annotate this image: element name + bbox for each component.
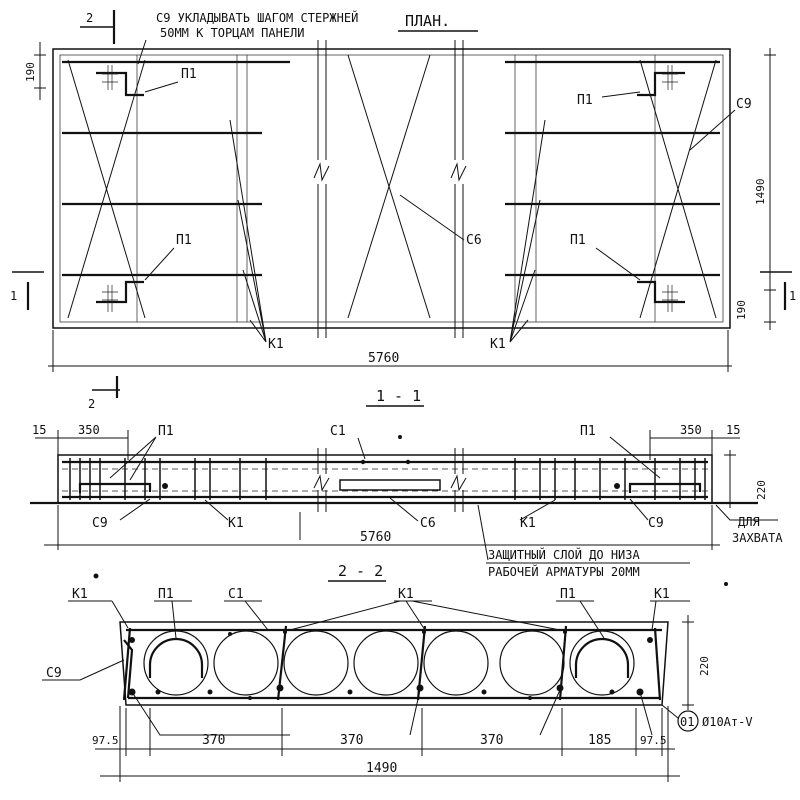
plan-dim-5760: 5760 (368, 351, 399, 366)
section11-title: 1 - 1 (376, 387, 421, 405)
plan-label-k1-right: К1 (490, 337, 506, 352)
section11-dim-height: 220 (724, 450, 768, 508)
section11-label-c6: С6 (420, 516, 436, 531)
section22-label-k1-left: К1 (72, 587, 88, 602)
section22-bar-spec: Ø10Ат-V (702, 715, 753, 729)
section11-dim-15-left: 15 (32, 423, 46, 437)
svg-text:1: 1 (10, 289, 17, 303)
plan-dim-length: 5760 (48, 330, 732, 372)
section11-label-c9-left: С9 (92, 516, 108, 531)
section11-note-grip-2: ЗАХВАТА (732, 531, 783, 545)
plan-dim-190-bottom: 190 (735, 300, 748, 320)
plan-label-c6: С6 (466, 233, 482, 248)
section11-label-p1-right: П1 (580, 424, 596, 439)
plan-cross-diagonals (67, 54, 717, 319)
section11-label-k1-left: К1 (228, 516, 244, 531)
svg-text:220: 220 (755, 480, 768, 500)
section22-loop-right (574, 637, 630, 678)
section22-label-p1-right: П1 (560, 587, 576, 602)
section22-frames (122, 625, 662, 701)
section11-dim-350-left: 350 (78, 423, 100, 437)
section22-title: 2 - 2 (338, 562, 383, 580)
section11-stirrups (69, 458, 706, 500)
plan-label-p1-bottom-right: П1 (570, 233, 586, 248)
section-mark-2-top: 2 (80, 10, 116, 44)
section-mark-2-mid: 2 (88, 376, 120, 411)
section22-label-c1: С1 (228, 587, 244, 602)
plan-label-k1-left: К1 (268, 337, 284, 352)
section22-dim-185: 185 (588, 733, 611, 748)
plan-dim-190-top: 190 (24, 62, 37, 82)
plan-lifting-loops (96, 65, 685, 312)
section22-loop-left (148, 637, 204, 678)
section11-dim-15-right: 15 (726, 423, 740, 437)
section22-dim-width: 1490 (100, 706, 680, 782)
section11-note-cover-2: РАБОЧЕЙ АРМАТУРЫ 20ММ (488, 564, 640, 579)
section-1-1-view: 1 - 1 2 15 350 350 15 (30, 376, 783, 579)
plan-note-leader (137, 39, 147, 65)
plan-note-line2: 50ММ К ТОРЦАМ ПАНЕЛИ (160, 26, 305, 40)
plan-transverse-bars (62, 60, 720, 277)
plan-dim-right: 1490 190 (735, 48, 776, 330)
section11-loops (78, 435, 702, 493)
svg-text:220: 220 (698, 656, 711, 676)
section-2-2-view: 2 - 2 (42, 562, 753, 782)
plan-dim-1490: 1490 (754, 179, 767, 206)
section22-dim-chain: 97.5 370 370 370 185 97.5 (92, 708, 675, 756)
section22-bar-mark-circle (677, 710, 699, 732)
section22-c9-mesh (123, 639, 134, 699)
plan-note-line1: С9 УКЛАДЫВАТЬ ШАГОМ СТЕРЖНЕЙ (156, 10, 358, 25)
section22-label-c9: С9 (46, 666, 62, 681)
section22-dim-975-left: 97.5 (92, 734, 119, 747)
section22-dim-370-b: 370 (340, 733, 363, 748)
section22-label-k1-right: К1 (654, 587, 670, 602)
plan-label-p1-top-left: П1 (181, 67, 197, 82)
section22-dim-1490: 1490 (366, 761, 397, 776)
section11-top-dims: 15 350 350 15 (32, 423, 740, 460)
section11-label-k1-right: К1 (520, 516, 536, 531)
section22-label-p1-left: П1 (158, 587, 174, 602)
section22-voids (143, 630, 635, 696)
section22-label-k1-center: К1 (398, 587, 414, 602)
section11-label-p1-left: П1 (158, 424, 174, 439)
section11-label-c1: С1 (330, 424, 346, 439)
section11-label-c9-right: С9 (648, 516, 664, 531)
section22-bar-mark: 01 (680, 715, 694, 729)
plan-view: С9 УКЛАДЫВАТЬ ШАГОМ СТЕРЖНЕЙ 50ММ К ТОРЦ… (10, 10, 796, 372)
svg-text:2: 2 (88, 397, 95, 411)
section11-dim-length: 5760 (44, 505, 720, 550)
plan-break-lines (313, 40, 467, 338)
section11-dim-5760: 5760 (360, 530, 391, 545)
plan-label-p1-top-right: П1 (577, 93, 593, 108)
section22-dim-975-right: 97.5 (640, 734, 667, 747)
section11-dim-350-right: 350 (680, 423, 702, 437)
svg-text:2: 2 (86, 11, 93, 25)
section22-rebar-dots (128, 630, 653, 700)
plan-dim-left: 190 (24, 42, 46, 100)
section22-dim-370-c: 370 (480, 733, 503, 748)
plan-longitudinal-bars (136, 55, 656, 322)
section22-dim-370-a: 370 (202, 733, 225, 748)
section-mark-1-left: 1 (10, 271, 44, 310)
section22-dim-height: 220 (682, 615, 711, 710)
plan-title: ПЛАН. (405, 12, 450, 30)
svg-text:1: 1 (789, 289, 796, 303)
section11-note-grip-1: ДЛЯ (738, 515, 760, 529)
section-mark-1-right: 1 (760, 271, 796, 310)
plan-label-p1-bottom-left: П1 (176, 233, 192, 248)
section11-note-cover-1: ЗАЩИТНЫЙ СЛОЙ ДО НИЗА (488, 547, 640, 562)
plan-panel-inner (59, 54, 724, 323)
plan-label-c9: С9 (736, 97, 752, 112)
plan-panel-outline (52, 48, 731, 329)
